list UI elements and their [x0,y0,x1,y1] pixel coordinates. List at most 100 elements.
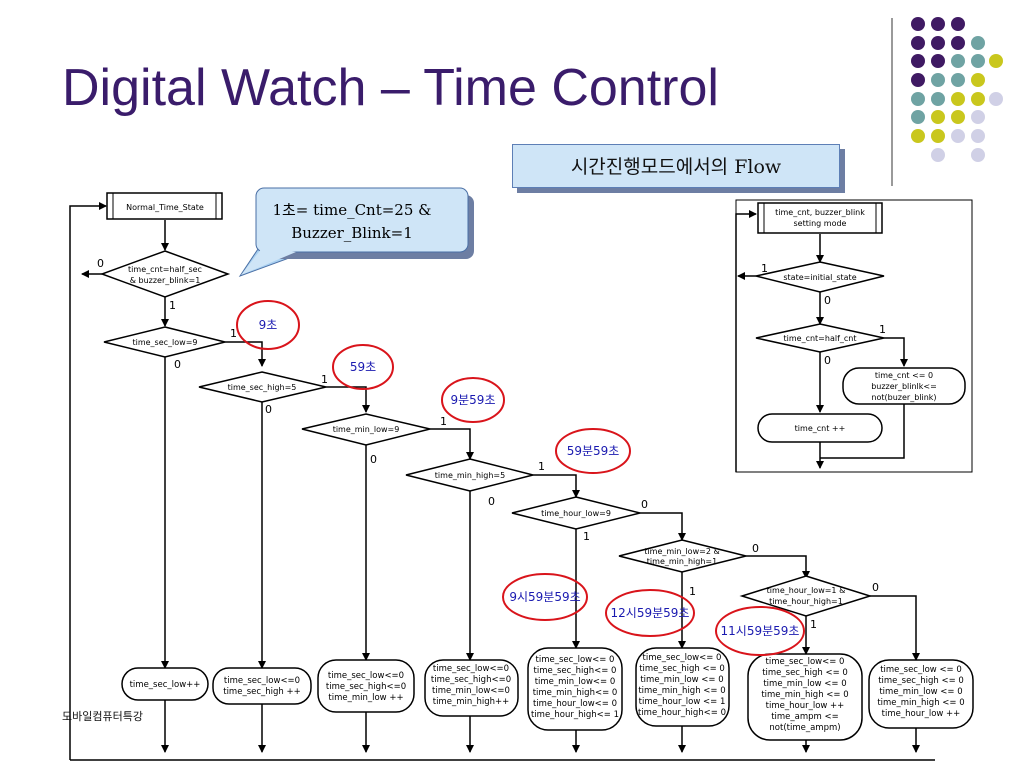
annotation-text-7: 11시59분59초 [721,624,800,638]
decision-sec-low-label: time_sec_low=9 [132,338,197,347]
side-flow: time_cnt, buzzer_blink setting mode stat… [735,199,973,473]
decision-min-low [301,413,431,446]
dots-row-6 [911,110,985,124]
branch-label-0: 0 [370,453,377,466]
action-5-line4: time_min_high<= 0 [533,688,618,698]
action-5-line5: time_hour_low<= 0 [533,699,617,709]
action-8-line4: time_min_high <= 0 [877,698,964,708]
action-box-5 [527,647,623,731]
branch-label-0: 0 [174,358,181,371]
action-box-4 [424,659,519,717]
action-box-texts: time_sec_low++ time_sec_low<=0 time_sec_… [130,653,965,733]
side-reset-line3: not(buzer_blink) [871,393,936,402]
dots-row-7 [911,129,985,143]
action-boxes [121,647,974,741]
branch-label-0: 0 [97,257,104,270]
action-6-line6: time_hour_high<= 0 [638,708,726,718]
annotation-ellipse-1 [236,300,300,350]
branch-label-0: 0 [824,294,831,307]
dots-row-8 [931,148,985,162]
decision-hour-12-line1: time_hour_low=1 & [767,586,846,595]
branch-label-0: 0 [641,498,648,511]
action-6-line5: time_hour_low <= 1 [639,697,726,707]
branch-label-1: 1 [538,460,545,473]
side-decision-state [755,261,885,293]
action-5-line6: time_hour_high<= 1 [531,710,619,720]
decision-min-high [405,458,534,492]
branch-label-1: 1 [583,530,590,543]
side-decision-half-cnt-label: time_cnt=half_cnt [784,334,857,343]
action-6-line2: time_sec_high <= 0 [639,664,725,674]
flow-caption: 시간진행모드에서의 Flow [512,144,840,188]
side-action-reset [842,367,966,405]
action-4-line4: time_min_high++ [433,697,510,707]
slide-title: Digital Watch – Time Control [62,59,719,117]
branch-label-1: 1 [879,323,886,336]
footer-course-name: 모바일컴퓨터특강 [62,710,143,723]
action-6-line4: time_min_high <= 0 [638,686,725,696]
action-7-line3: time_min_low <= 0 [763,679,846,689]
action-8-line5: time_hour_low ++ [882,709,961,719]
branch-label-1: 1 [440,415,447,428]
decision-min-low-label: time_min_low=9 [333,425,400,434]
annotation-text-3: 9분59초 [451,393,496,407]
side-increment-label: time_cnt ++ [795,424,846,433]
action-2-line1: time_sec_low<=0 [224,676,300,686]
main-decision-labels: time_cnt=half_sec & buzzer_blink=1 time_… [128,265,845,606]
branch-label-0: 0 [824,354,831,367]
decision-half-sec-line1: time_cnt=half_sec [128,265,202,274]
side-reset-line2: buzzer_blinlk<= [871,382,937,391]
action-4-line3: time_min_low<=0 [432,686,510,696]
action-box-3 [317,659,415,713]
side-action-increment [757,413,883,443]
branch-label-1: 1 [810,618,817,631]
action-7-line7: not(time_ampm) [769,723,840,733]
speech-callout: 1초= time_Cnt=25 & Buzzer_Blink=1 [238,187,474,277]
action-7-line2: time_sec_high <= 0 [762,668,848,678]
decorative-divider [891,18,893,186]
annotation-text-6: 12시59분59초 [611,606,690,620]
action-7-line4: time_min_high <= 0 [761,690,848,700]
action-3-line1: time_sec_low<=0 [328,671,404,681]
annotation-text-5: 9시59분59초 [509,590,580,604]
action-box-2 [212,667,312,705]
action-box-1 [121,667,209,701]
decision-hour-low [511,496,641,530]
callout-text-line2: Buzzer_Blink=1 [291,224,413,242]
branch-label-1: 1 [689,585,696,598]
action-3-line3: time_min_low ++ [328,693,403,703]
action-box-6 [635,647,730,727]
branch-label-1: 1 [169,299,176,312]
decision-sec-high-label: time_sec_high=5 [228,383,297,392]
annotation-texts: 9초 59초 9분59초 59분59초 9시59분59초 12시59분59초 1… [259,318,800,638]
decision-hour-low-label: time_hour_low=9 [541,509,611,518]
decision-min-12-line2: time_min_high=1 [647,557,717,566]
action-3-line2: time_sec_high<=0 [326,682,406,692]
main-decisions [99,250,873,617]
branch-label-0: 0 [488,495,495,508]
annotation-ellipse-6 [605,589,695,637]
side-reset-line1: time_cnt <= 0 [875,371,933,380]
dots-row-5 [911,92,1003,106]
branch-label-1: 1 [761,262,768,275]
action-6-line3: time_min_low <= 0 [640,675,723,685]
action-5-line1: time_sec_low<= 0 [536,655,615,665]
dots-row-3 [911,54,1003,68]
normal-time-state-box: Normal_Time_State [106,192,223,220]
normal-time-state-label: Normal_Time_State [126,203,204,212]
branch-label-1: 1 [230,327,237,340]
annotation-ellipses [236,300,805,656]
annotation-text-4: 59분59초 [567,444,620,458]
annotation-ellipse-2 [332,344,394,390]
decorative-dot-grid [911,17,1003,162]
dots-row-4 [911,73,985,87]
action-8-line1: time_sec_low <= 0 [880,665,962,675]
decision-sec-low [103,326,226,358]
main-flow-connectors [69,206,935,761]
branch-label-0: 0 [872,581,879,594]
action-8-line3: time_min_low <= 0 [879,687,962,697]
decision-min-12-line1: time_min_low=2 & [644,547,719,556]
decision-min-12 [618,539,747,573]
action-box-7 [747,653,863,741]
